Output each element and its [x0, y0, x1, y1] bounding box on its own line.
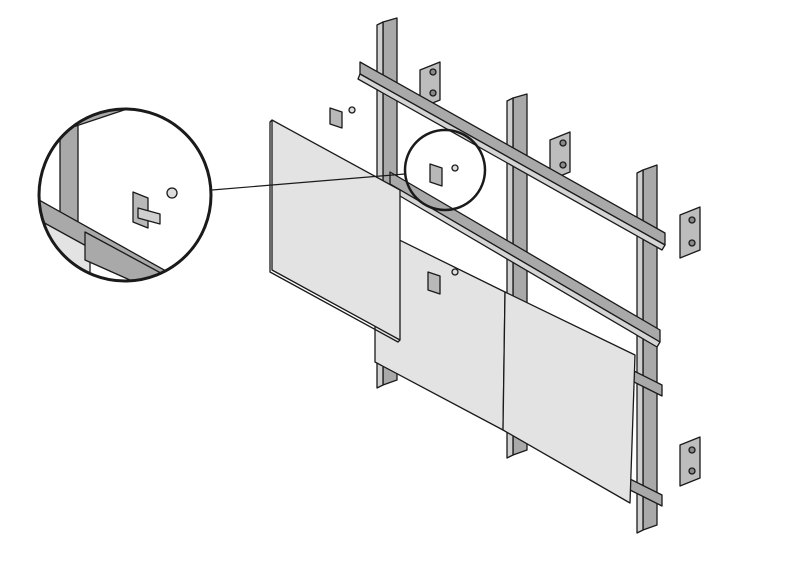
horizontal-rail	[357, 61, 666, 251]
detail-callout-small	[403, 128, 487, 212]
cladding-panel	[502, 291, 636, 504]
callout-leader-line	[211, 173, 406, 191]
panel-clip	[427, 268, 459, 295]
panel-clip	[329, 106, 356, 129]
horizontal-rail	[387, 171, 661, 348]
bolt-icon	[429, 68, 696, 475]
vertical-post	[636, 164, 658, 534]
panel-clip	[429, 163, 459, 187]
